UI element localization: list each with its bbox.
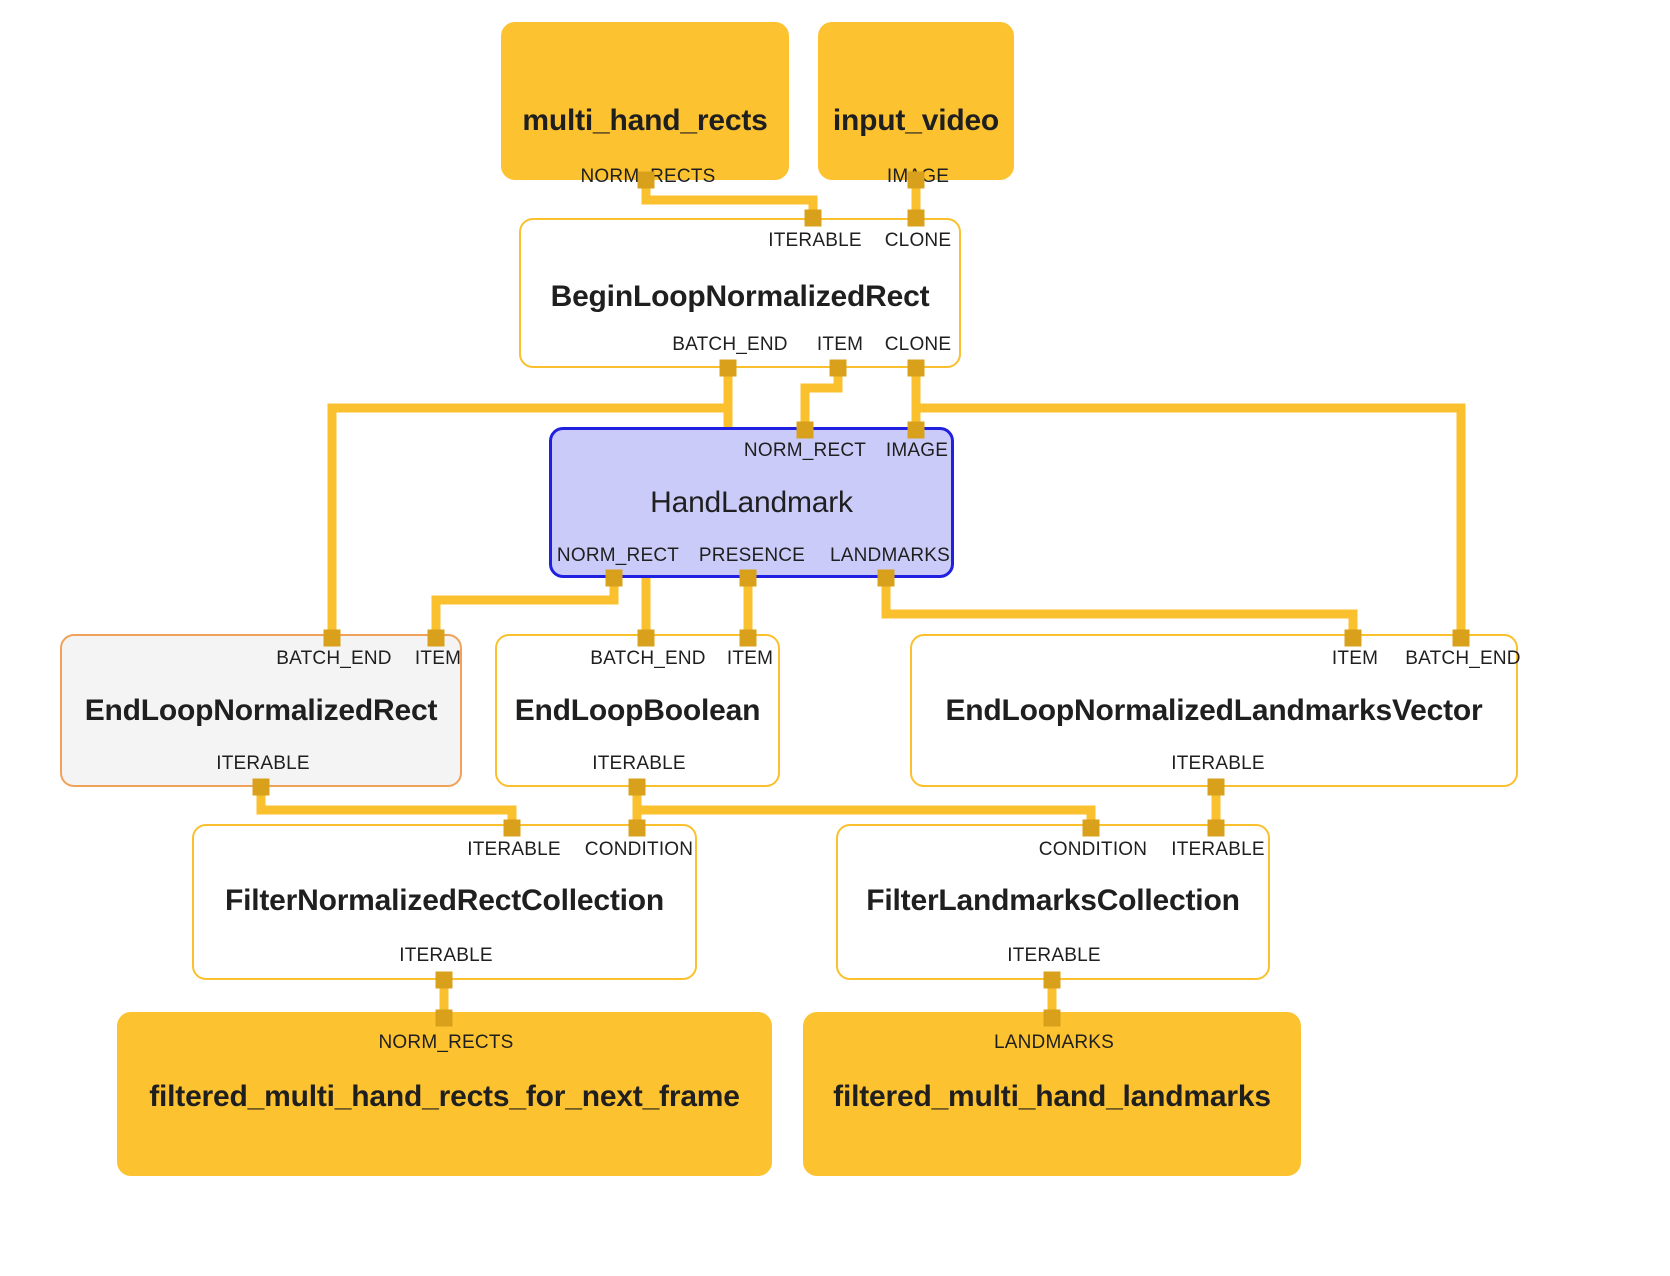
port-handlandmark-norm-rect-out[interactable] (605, 569, 623, 587)
port-label-condition: CONDITION (584, 839, 694, 860)
node-end-loop-normalized-rect[interactable]: EndLoopNormalizedRect BATCH_END ITEM ITE… (60, 634, 462, 787)
port-label-iterable-in: ITERABLE (467, 839, 561, 860)
port-label-iterable-out: ITERABLE (399, 945, 493, 966)
node-filter-normalized-rect-collection[interactable]: FilterNormalizedRectCollection ITERABLE … (192, 824, 697, 980)
port-label-condition: CONDITION (1038, 839, 1148, 860)
node-title: filtered_multi_hand_landmarks (833, 1080, 1271, 1113)
port-flc-iterable-out[interactable] (1043, 971, 1061, 989)
port-label-iterable: ITERABLE (216, 753, 310, 774)
node-filter-landmarks-collection[interactable]: FilterLandmarksCollection CONDITION ITER… (836, 824, 1270, 980)
port-label-item: ITEM (414, 648, 462, 669)
port-label-landmarks-out: LANDMARKS (829, 545, 951, 566)
node-title: multi_hand_rects (522, 104, 768, 137)
node-input-video[interactable]: input_video IMAGE (818, 22, 1014, 187)
port-output-rects-norm-rects[interactable] (435, 1009, 453, 1027)
node-title: input_video (832, 104, 1000, 137)
port-fnrc-condition[interactable] (628, 819, 646, 837)
port-handlandmark-image-in[interactable] (907, 421, 925, 439)
port-multi-hand-rects-norm-rects[interactable] (637, 171, 655, 189)
node-filtered-multi-hand-rects-for-next-frame[interactable]: filtered_multi_hand_rects_for_next_frame… (117, 1012, 772, 1176)
port-handlandmark-landmarks-out[interactable] (877, 569, 895, 587)
port-beginloop-iterable[interactable] (804, 209, 822, 227)
port-handlandmark-presence-out[interactable] (739, 569, 757, 587)
port-handlandmark-norm-rect-in[interactable] (796, 421, 814, 439)
port-flc-condition[interactable] (1082, 819, 1100, 837)
node-title: filtered_multi_hand_rects_for_next_frame (149, 1080, 740, 1113)
port-label-norm-rect-in: NORM_RECT (743, 440, 867, 461)
port-elb-batch-end[interactable] (637, 629, 655, 647)
node-title: EndLoopBoolean (514, 694, 761, 727)
port-label-iterable-in: ITERABLE (1171, 839, 1265, 860)
node-end-loop-normalized-landmarks-vector[interactable]: EndLoopNormalizedLandmarksVector ITEM BA… (910, 634, 1521, 787)
edge-landmarks-to-item (881, 578, 1358, 638)
port-elnlv-batch-end[interactable] (1452, 629, 1470, 647)
port-label-item: ITEM (1331, 648, 1379, 669)
node-filtered-multi-hand-landmarks[interactable]: filtered_multi_hand_landmarks LANDMARKS (803, 1012, 1301, 1176)
port-beginloop-item[interactable] (829, 359, 847, 377)
port-input-video-image[interactable] (907, 171, 925, 189)
port-label-norm-rects: NORM_RECTS (378, 1032, 514, 1053)
edge-elnr-iterable-to-filter (256, 787, 517, 828)
port-beginloop-clone-out[interactable] (907, 359, 925, 377)
port-beginloop-clone-in[interactable] (907, 209, 925, 227)
node-title: FilterLandmarksCollection (866, 884, 1240, 917)
port-label-iterable: ITERABLE (592, 753, 686, 774)
port-label-batch-end: BATCH_END (276, 648, 392, 669)
node-hand-landmark[interactable]: HandLandmark NORM_RECT IMAGE NORM_RECT P… (549, 427, 954, 578)
port-label-iterable: ITERABLE (768, 230, 862, 251)
port-fnrc-iterable-in[interactable] (503, 819, 521, 837)
node-end-loop-boolean[interactable]: EndLoopBoolean BATCH_END ITEM ITERABLE (495, 634, 780, 787)
node-title: EndLoopNormalizedLandmarksVector (945, 694, 1483, 727)
edge-clone-to-right-batchend (911, 368, 1466, 638)
port-label-iterable: ITERABLE (1171, 753, 1265, 774)
port-elnr-item[interactable] (427, 629, 445, 647)
node-title: FilterNormalizedRectCollection (224, 884, 665, 917)
node-title: HandLandmark (650, 486, 853, 519)
port-label-norm-rect-out: NORM_RECT (556, 545, 680, 566)
node-title: EndLoopNormalizedRect (84, 694, 438, 727)
port-label-clone-in: CLONE (884, 230, 952, 251)
port-label-landmarks: LANDMARKS (993, 1032, 1115, 1053)
node-multi-hand-rects[interactable]: multi_hand_rects NORM_RECTS (501, 22, 789, 187)
port-elb-iterable[interactable] (628, 778, 646, 796)
node-begin-loop-normalized-rect[interactable]: BeginLoopNormalizedRect ITERABLE CLONE B… (519, 218, 961, 368)
port-elb-item[interactable] (739, 629, 757, 647)
port-elnr-batch-end[interactable] (323, 629, 341, 647)
port-label-batch-end: BATCH_END (672, 334, 788, 355)
edge-hl-normrect-to-item (431, 578, 619, 638)
port-label-image-in: IMAGE (885, 440, 949, 461)
port-label-batch-end: BATCH_END (590, 648, 706, 669)
port-output-landmarks[interactable] (1043, 1009, 1061, 1027)
port-label-batch-end: BATCH_END (1405, 648, 1521, 669)
port-label-presence: PRESENCE (698, 545, 806, 566)
port-elnlv-item[interactable] (1344, 629, 1362, 647)
port-label-iterable-out: ITERABLE (1007, 945, 1101, 966)
node-title: BeginLoopNormalizedRect (550, 280, 930, 313)
port-beginloop-batch-end[interactable] (719, 359, 737, 377)
port-label-clone-out: CLONE (884, 334, 952, 355)
port-elnr-iterable[interactable] (252, 778, 270, 796)
port-label-item: ITEM (816, 334, 864, 355)
port-label-item: ITEM (726, 648, 774, 669)
port-elnlv-iterable[interactable] (1207, 778, 1225, 796)
port-fnrc-iterable-out[interactable] (435, 971, 453, 989)
port-flc-iterable-in[interactable] (1207, 819, 1225, 837)
